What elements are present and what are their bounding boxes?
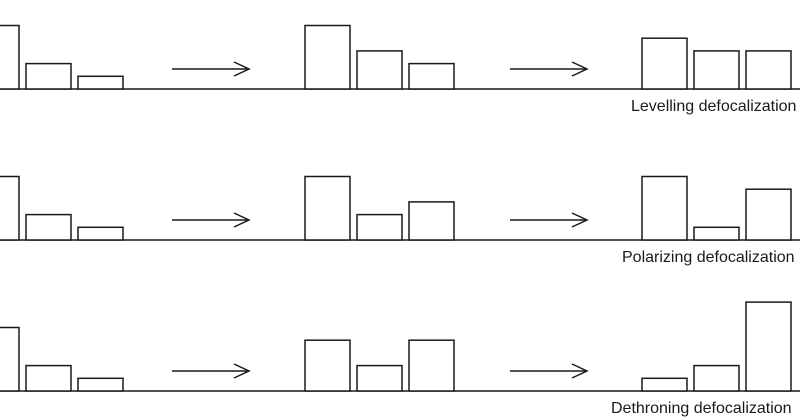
row-3-stage-2-bar-3 (408, 339, 455, 392)
row-1-stage-3-bar-3 (745, 50, 792, 90)
row-1-stage-1-bar-3 (77, 75, 124, 90)
row-2-stage-2-bar-1 (304, 175, 351, 241)
row-2-stage-3-bar-3 (745, 188, 792, 241)
row-2-stage-3-bar-2 (693, 226, 740, 241)
row-2-stage-1-bar-2 (25, 213, 72, 241)
row-3-stage-3-bar-2 (693, 364, 740, 392)
row-1-stage-3-bar-1 (641, 37, 688, 90)
row-1-stage-3-bar-2 (693, 50, 740, 90)
row-1-stage-2-bar-1 (304, 24, 351, 90)
row-2-stage-2-bar-2 (356, 213, 403, 241)
row-1-caption: Levelling defocalization (631, 98, 796, 115)
row-3-stage-1-bar-1 (0, 326, 20, 392)
row-3-stage-2-bar-2 (356, 364, 403, 392)
row-3-stage-2-bar-1 (304, 339, 351, 392)
row-2-stage-2-bar-3 (408, 201, 455, 241)
row-2-stage-1-bar-3 (77, 226, 124, 241)
right-arrow-icon (172, 363, 251, 379)
row-1-stage-1-bar-2 (25, 62, 72, 90)
right-arrow-icon (172, 212, 251, 228)
row-3-stage-1-bar-3 (77, 377, 124, 392)
right-arrow-icon (172, 61, 251, 77)
row-1-stage-2-bar-3 (408, 62, 455, 90)
right-arrow-icon (510, 363, 589, 379)
row-2-caption: Polarizing defocalization (622, 249, 795, 266)
right-arrow-icon (510, 61, 589, 77)
row-3-stage-1-bar-2 (25, 364, 72, 392)
row-3-stage-3-bar-1 (641, 377, 688, 392)
row-3-caption: Dethroning defocalization (611, 400, 792, 417)
right-arrow-icon (510, 212, 589, 228)
row-1-stage-1-bar-1 (0, 24, 20, 90)
row-2-stage-3-bar-1 (641, 175, 688, 241)
row-3-stage-3-bar-3 (745, 301, 792, 392)
row-2-stage-1-bar-1 (0, 175, 20, 241)
row-1-stage-2-bar-2 (356, 50, 403, 90)
